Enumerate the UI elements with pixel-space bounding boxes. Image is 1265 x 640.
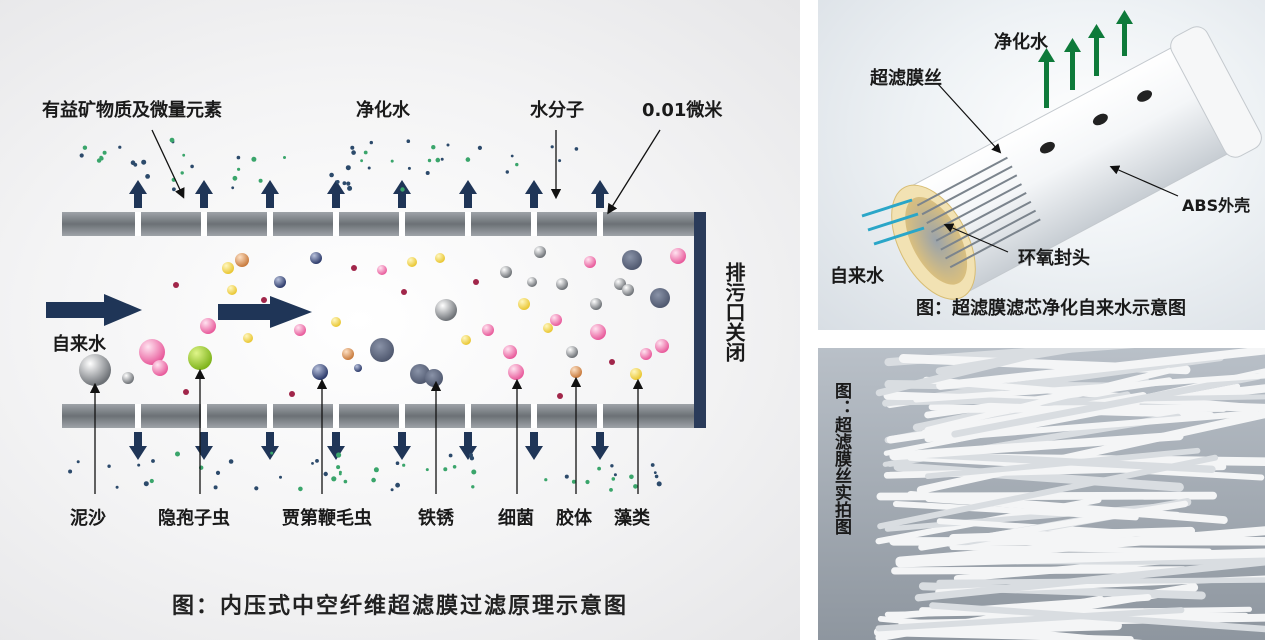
contaminant-label-rust: 铁锈 [418,508,454,529]
contaminant-label-giardia: 贾第鞭毛虫 [282,508,372,529]
permeate-arrows-up [129,180,609,208]
purified-water-arrows [1038,10,1133,108]
filtration-diagram [46,129,706,494]
shell-label: ABS外壳 [1182,196,1251,215]
water-molecule-dots [68,137,662,492]
fiber-photo-illustration [873,348,1265,640]
membrane-pores [135,212,603,428]
inlet-label: 自来水 [52,334,106,355]
fiber-photo-panel: 图：超滤膜丝实拍图 [818,348,1265,640]
hollow-fibers [873,348,1265,640]
pointer-lines [89,129,661,494]
cartridge-pointers [937,83,1179,253]
cartridge-inlet-label: 自来水 [830,266,884,287]
pore-size-label: 0.01微米 [642,100,723,121]
cartridge-tube [891,26,1262,300]
contaminant-particles [79,246,686,399]
outlet-closed-label: 排污口关闭 [722,262,746,362]
contaminant-label-algae: 藻类 [614,508,650,529]
left-caption: 图：内压式中空纤维超滤膜过滤原理示意图 [171,594,628,619]
contaminant-label-sand: 泥沙 [70,508,106,529]
cartridge-illustration-panel: 净化水 超滤膜丝 ABS外壳 环氧封头 自来水 图：超滤膜滤芯净化自来水示意图 [818,0,1265,330]
minerals-label: 有益矿物质及微量元素 [42,100,222,121]
fiber-photo-caption: 图：超滤膜丝实拍图 [831,382,851,535]
contaminant-label-cryptosporidium: 隐孢子虫 [158,508,230,529]
permeate-arrows-down [129,432,609,460]
epoxy-label: 环氧封头 [1018,248,1090,269]
cartridge-illustration [861,10,1262,300]
inlet-flow-arrow [46,294,142,326]
purified-water-label: 净化水 [356,100,410,121]
cartridge-caption: 图：超滤膜滤芯净化自来水示意图 [916,298,1186,319]
filtration-principle-panel: 有益矿物质及微量元素 净化水 水分子 0.01微米 自来水 排污口关闭 泥沙 隐… [0,0,800,640]
inlet-water-lines [861,198,925,246]
closed-outlet-end [694,212,706,428]
flow-direction-arrow [218,296,312,328]
fiber-label: 超滤膜丝 [870,68,942,89]
contaminant-label-colloid: 胶体 [556,508,592,529]
top-membrane-wall [62,212,694,236]
cartridge-purified-water-label: 净化水 [994,32,1048,53]
water-molecule-label: 水分子 [530,100,584,121]
bottom-membrane-wall [62,404,694,428]
contaminant-label-bacteria: 细菌 [498,508,534,529]
